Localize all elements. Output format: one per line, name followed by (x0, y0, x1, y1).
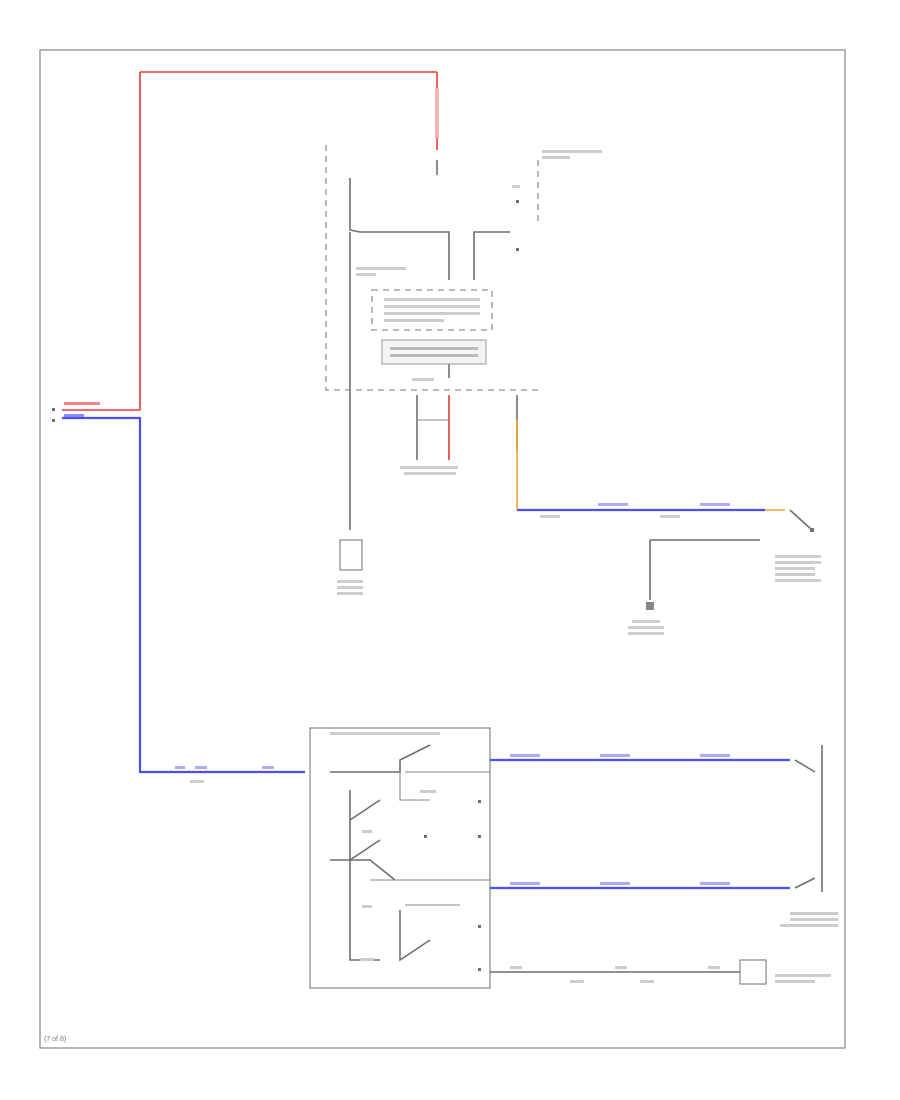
wire-label-blue (64, 414, 84, 417)
switch-title-label (330, 732, 440, 735)
switch-contact-blade (330, 859, 396, 881)
wire-color-label (615, 966, 627, 969)
switch-label (775, 579, 821, 582)
module-processor-block (381, 339, 487, 365)
wire-color-label (708, 966, 720, 969)
page-identifier: (7 of 8) (44, 1036, 67, 1043)
ground-label (337, 586, 363, 589)
connector-label (775, 980, 815, 983)
ground-connector (339, 539, 363, 571)
connector-pin (478, 835, 481, 838)
connector-pin (52, 419, 55, 422)
connector-label (775, 974, 831, 977)
module-label-text (384, 312, 480, 315)
data-link-label (404, 472, 456, 475)
control-module-outline (325, 145, 540, 391)
module-connector-label (412, 378, 434, 381)
motor-label (780, 924, 838, 927)
switch-pos-label (362, 830, 372, 833)
wire-color-label (195, 766, 207, 769)
diagram-frame (39, 49, 846, 1049)
module-label-text (384, 305, 480, 308)
wire-color-label (510, 966, 522, 969)
ground-label (337, 592, 363, 595)
connector-pin (424, 835, 427, 838)
wire-color-label (600, 754, 630, 757)
motor-up-contact (794, 759, 816, 773)
wire-color-label (600, 882, 630, 885)
switch-up-contact (330, 744, 431, 773)
connector-pin (810, 528, 814, 532)
connector-label (640, 980, 654, 983)
connector-pin (52, 408, 55, 411)
switch-pos-label (420, 790, 436, 793)
switch-pos-label (362, 905, 372, 908)
switch-internal-bus (349, 790, 380, 961)
connector-pin (478, 800, 481, 803)
connector-label (190, 780, 204, 783)
switch-label (775, 573, 815, 576)
module-label-text (384, 298, 480, 301)
connector-pin (516, 248, 519, 251)
connector-pin (478, 925, 481, 928)
wire-color-label (262, 766, 274, 769)
connector-label (660, 515, 680, 518)
wire-label-red-vertical (435, 88, 439, 138)
wire-color-label (175, 766, 185, 769)
wire-color-label (700, 754, 730, 757)
switch-label (775, 555, 821, 558)
ground-label (632, 620, 660, 623)
motor-down-contact (794, 877, 816, 889)
wire-color-label (700, 503, 730, 506)
ground-label (337, 580, 363, 583)
connector-pin (516, 200, 519, 203)
module-label-text (542, 150, 602, 153)
connector-label (570, 980, 584, 983)
data-link-label (400, 466, 458, 469)
switch-label (775, 567, 815, 570)
door-switch-contact (789, 509, 813, 531)
switch-contact-blade (349, 839, 381, 861)
wire-color-label (598, 503, 628, 506)
module-label-text (390, 354, 478, 357)
power-window-switch-box (309, 727, 491, 989)
motor-label (790, 918, 838, 921)
module-internal-wire-left (349, 178, 450, 280)
harness-connector (739, 959, 767, 985)
connector-label (540, 515, 560, 518)
module-label-text (384, 319, 444, 322)
module-label-text (542, 156, 570, 159)
wire-color-label (700, 882, 730, 885)
connector-pin (478, 968, 481, 971)
module-internal-wire-right (473, 231, 510, 280)
switch-pos-label (360, 958, 374, 961)
switch-contact-blade (349, 799, 381, 821)
wire-label-red (64, 402, 100, 405)
wire-color-label (510, 882, 540, 885)
switch-label (775, 561, 821, 564)
wire-color-label (510, 754, 540, 757)
module-label-text (356, 267, 406, 270)
motor-label (790, 912, 838, 915)
power-feed-blue-wire (62, 416, 305, 774)
module-label-text (390, 347, 478, 350)
ground-point (646, 602, 654, 610)
switch-internal-wire (399, 772, 430, 801)
module-inner-block (371, 289, 493, 331)
switch-down-contact (399, 910, 431, 962)
pin-label (512, 185, 520, 188)
ground-label (628, 632, 664, 635)
ground-label (628, 626, 664, 629)
module-label-text (356, 273, 376, 276)
